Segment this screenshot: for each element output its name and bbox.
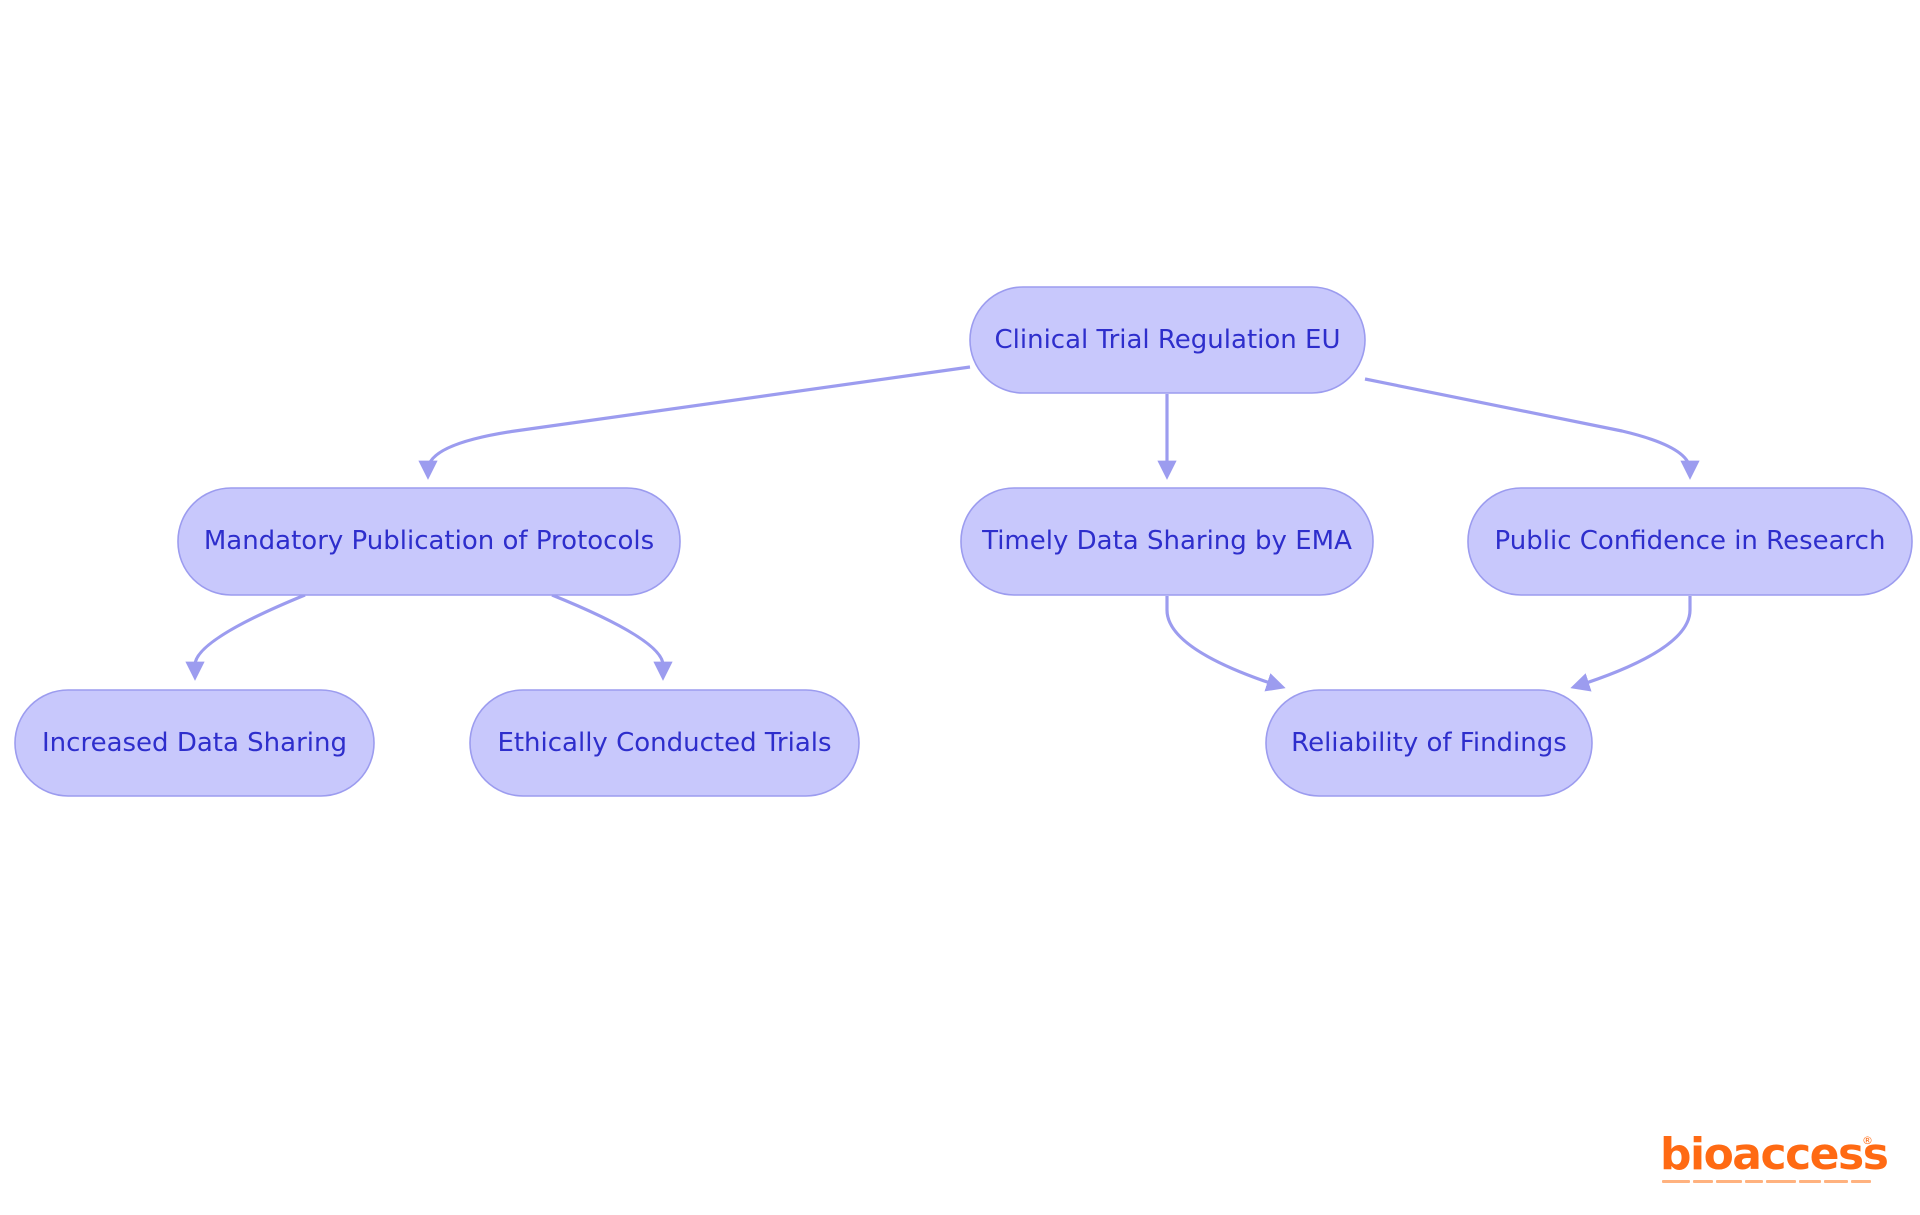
registered-mark-icon: ® <box>1862 1134 1873 1147</box>
node-public-confidence: Public Confidence in Research <box>1467 487 1913 596</box>
node-label: Timely Data Sharing by EMA <box>981 526 1352 556</box>
node-label: Increased Data Sharing <box>42 728 347 758</box>
node-increased-data-sharing: Increased Data Sharing <box>14 689 375 797</box>
node-label: Reliability of Findings <box>1291 728 1567 758</box>
edges <box>185 365 1700 692</box>
node-label: Public Confidence in Research <box>1495 526 1886 556</box>
bioaccess-logo: bioaccess ® <box>1640 1130 1889 1190</box>
node-timely-data-sharing: Timely Data Sharing by EMA <box>960 487 1374 596</box>
edge-regulation-to-public-confidence <box>1364 377 1700 480</box>
logo-wordmark: bioaccess <box>1660 1129 1889 1180</box>
edge-timely-sharing-to-reliability <box>1165 596 1286 692</box>
edge-regulation-to-publication <box>418 365 971 480</box>
node-reliability-of-findings: Reliability of Findings <box>1265 689 1593 797</box>
logo-tagline-decoration <box>1662 1180 1872 1184</box>
node-label: Ethically Conducted Trials <box>497 728 831 758</box>
node-ethically-conducted-trials: Ethically Conducted Trials <box>469 689 860 797</box>
edge-publication-to-ethical-trials <box>551 593 673 681</box>
edge-public-confidence-to-reliability <box>1570 596 1692 692</box>
node-mandatory-publication: Mandatory Publication of Protocols <box>177 487 681 596</box>
node-label: Clinical Trial Regulation EU <box>995 325 1341 355</box>
edge-publication-to-increased-sharing <box>185 593 306 681</box>
node-label: Mandatory Publication of Protocols <box>204 526 654 556</box>
node-clinical-trial-regulation: Clinical Trial Regulation EU <box>969 286 1366 394</box>
